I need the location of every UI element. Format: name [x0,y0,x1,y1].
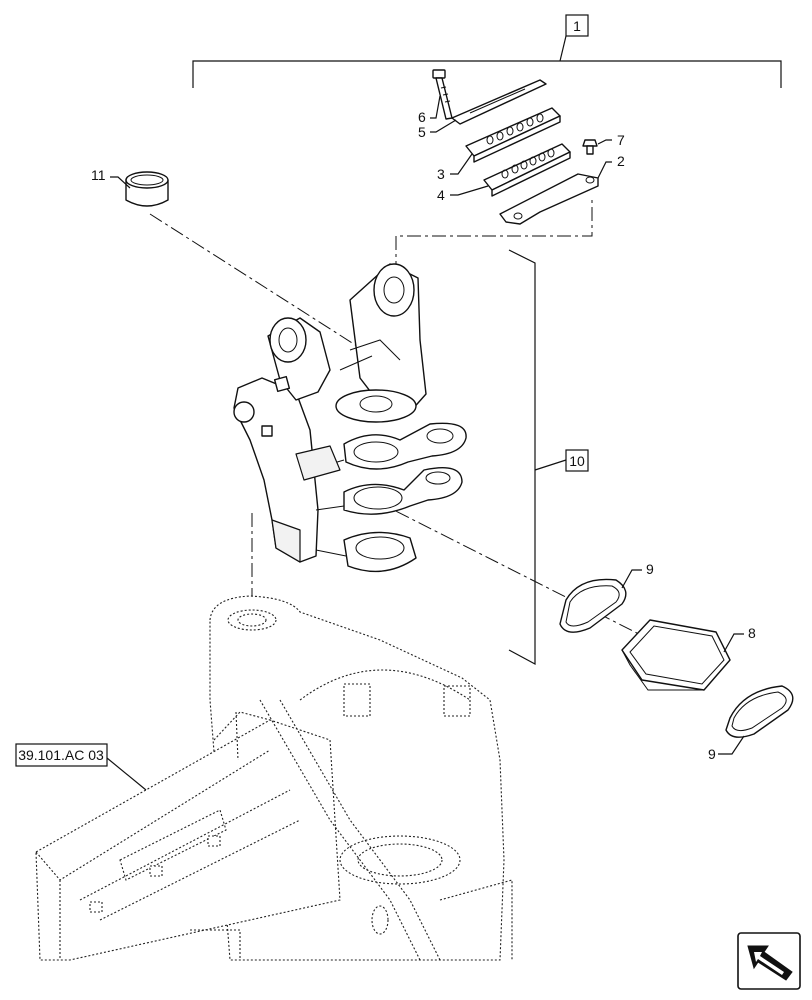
callout-2: 2 [617,153,625,169]
seal-upper-part [559,578,627,633]
chassis-reference-outline [35,595,513,961]
bolt-part [432,69,453,120]
sleeve-part [621,619,731,691]
wear-strip-upper-part [465,107,561,163]
callout-10: 10 [569,453,585,469]
callout-6: 6 [418,109,426,125]
seal-lower-part [725,685,794,738]
reference-label[interactable]: 39.101.AC 03 [18,747,104,763]
callout-11: 11 [91,167,106,183]
plate-part [451,79,547,125]
wear-strip-lower-part [483,143,571,197]
callout-1: 1 [573,18,581,34]
small-bolt-part [582,139,598,155]
callout-3: 3 [437,166,445,182]
assembly-10-bracket [508,249,589,666]
next-page-arrow-icon[interactable] [737,932,801,990]
callout-7: 7 [617,132,625,148]
callout-8: 8 [748,625,756,641]
callout-9-upper: 9 [646,561,654,577]
callout-4: 4 [437,187,445,203]
swing-frame-part [233,263,467,573]
callout-9-lower: 9 [708,746,716,762]
retaining-plate-part [499,173,599,225]
assembly-1-bracket [192,14,782,88]
callout-5: 5 [418,124,426,140]
bushing-part [125,171,169,207]
reference-callout-box [15,743,147,791]
